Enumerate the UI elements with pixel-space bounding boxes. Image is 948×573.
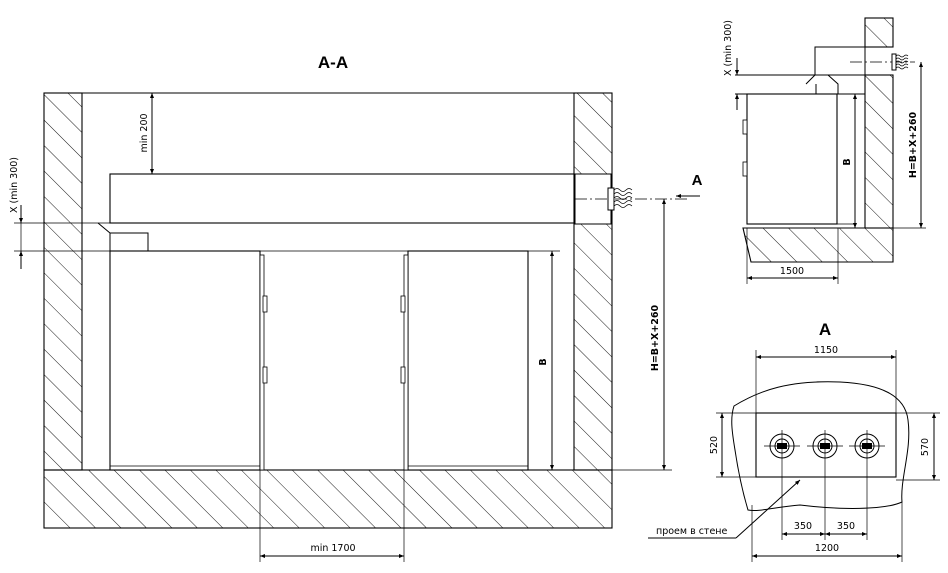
section-aa-title: A-A <box>318 53 348 72</box>
duct-beam <box>109 173 575 224</box>
wall-opening-outline <box>731 381 910 511</box>
cabinet-right <box>400 250 529 471</box>
section-aa-view: A-A A <box>9 53 703 562</box>
cabinet-left <box>109 250 268 471</box>
dim-1150: 1150 <box>814 345 838 356</box>
dim-h: H=B+X+260 <box>650 305 661 372</box>
view-a: A 1150 520 <box>648 320 940 562</box>
opening-label: проем в стене <box>656 526 728 537</box>
dim-b: B <box>538 358 549 365</box>
dim-520: 520 <box>709 436 720 454</box>
side-wall-top <box>864 17 894 48</box>
dim-350-right: 350 <box>837 521 855 532</box>
dim-x-min-300: X (min 300) <box>9 157 20 213</box>
view-marker-a: A <box>692 172 703 189</box>
side-dim-b: B <box>842 158 853 165</box>
side-floor <box>742 227 894 263</box>
dim-min-1700: min 1700 <box>310 543 355 554</box>
dim-350-left: 350 <box>794 521 812 532</box>
side-duct <box>814 46 866 76</box>
floor-slab <box>43 469 613 529</box>
side-dim-h: H=B+X+260 <box>908 112 919 179</box>
dim-1200: 1200 <box>815 543 839 554</box>
right-wall <box>573 92 613 471</box>
cable-gland <box>607 187 633 211</box>
dim-min-200: min 200 <box>139 113 150 152</box>
side-view: X (min 300) B H=B+X+260 1500 <box>723 17 926 284</box>
dim-570: 570 <box>920 438 931 456</box>
side-dim-x-min-300: X (min 300) <box>723 20 734 76</box>
duct-support <box>97 222 149 251</box>
gland-1 <box>764 430 800 462</box>
side-dim-1500: 1500 <box>780 266 804 277</box>
view-a-title: A <box>819 320 831 339</box>
gland-2 <box>807 430 843 462</box>
side-cabinet <box>746 93 838 225</box>
side-wall <box>864 74 894 229</box>
gland-3 <box>849 430 885 462</box>
left-wall <box>43 92 83 471</box>
side-cable-gland <box>891 53 909 71</box>
